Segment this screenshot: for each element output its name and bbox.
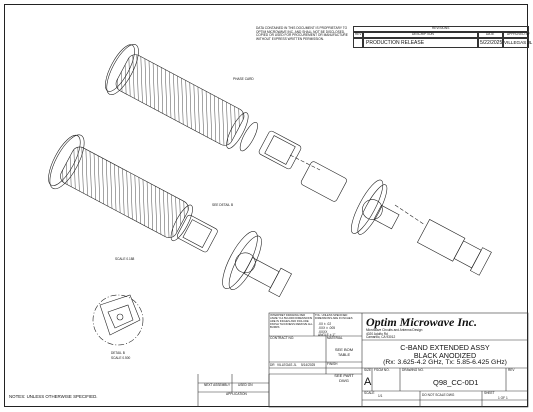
used-on-label: USED ON bbox=[238, 383, 253, 387]
sheet-label: SHEET bbox=[484, 391, 495, 395]
drawing-frame bbox=[4, 4, 528, 407]
title-line-1: C-BAND EXTENDED ASSY bbox=[400, 343, 490, 352]
tolerance-xxxx: .XXXX bbox=[318, 329, 328, 334]
revision-approved: VILLEGAS JL bbox=[504, 40, 533, 45]
size-value: A bbox=[364, 376, 372, 388]
next-assembly-label: NEXT ASSEMBLY bbox=[204, 383, 231, 387]
drawn-by-label: DR bbox=[270, 363, 275, 367]
material-label: MATERIAL bbox=[327, 336, 343, 340]
sheet-value: 1 OF 1 bbox=[498, 396, 508, 400]
general-notes: NOTES: UNLESS OTHERWISE SPECIFIED. bbox=[9, 394, 98, 399]
title-line-2: BLACK ANODIZED bbox=[413, 351, 477, 360]
tolerance-title: TOL. UNLESS SPECIFIED DIMENSIONS ARE IN … bbox=[315, 314, 353, 321]
phase-card-callout: PHASE CARD bbox=[233, 77, 254, 81]
contract-label: CONTRACT NO. bbox=[270, 336, 295, 340]
scale-value: 1/1 bbox=[378, 394, 383, 398]
revisions-header: REVISIONS bbox=[432, 26, 450, 30]
detail-b-label: DETAIL B bbox=[111, 351, 125, 355]
fscm-label: FSCM NO. bbox=[374, 368, 390, 372]
scale-main: SCALE 0.188 bbox=[115, 257, 135, 261]
tolerance-xxx: .XXX ± .005 bbox=[318, 326, 335, 330]
drawn-by-name: VILLEGAS JL bbox=[277, 363, 297, 367]
application-label: APPLICATION bbox=[226, 392, 247, 396]
company-name: Optim Microwave Inc. bbox=[366, 315, 477, 329]
proprietary-box: DATA CONTAINED IN THIS DOCUMENT IS PROPR… bbox=[256, 26, 354, 49]
col-rev: REV bbox=[355, 32, 362, 36]
see-detail-callout: SEE DETAIL B bbox=[212, 203, 234, 207]
material-value: SEE BOM TABLE bbox=[334, 347, 354, 357]
drawing-number: Q98_CC-0D1 bbox=[433, 378, 479, 387]
detail-b-view bbox=[92, 294, 144, 346]
finish-value: SEE PART DWG bbox=[334, 373, 354, 383]
company-sub1: Microwave Circuits and Antenna Design bbox=[366, 328, 423, 332]
lower-horn bbox=[48, 134, 292, 298]
tolerance-angle: ANGLE ± 1° bbox=[318, 332, 336, 337]
rev-label: REV bbox=[508, 368, 515, 372]
do-not-scale: DO NOT SCALE DWG bbox=[422, 393, 455, 397]
detail-b-scale: SCALE 0.500 bbox=[111, 356, 131, 360]
scale-label: SCALE bbox=[364, 391, 375, 395]
interpret-note: INTERPRET DRAWING PER ASME Y14.5M-2009 D… bbox=[270, 314, 313, 330]
drawing-no-label: DRAWING NO. bbox=[402, 368, 424, 372]
finish-label: FINISH bbox=[327, 362, 338, 366]
drawn-by-date: 5/14/2025 bbox=[301, 363, 316, 367]
upper-horn bbox=[105, 44, 492, 276]
revision-description: PRODUCTION RELEASE bbox=[366, 40, 425, 46]
company-sub3: Camarillo, CA 93012 bbox=[366, 335, 396, 339]
col-description: DESCRIPTION bbox=[412, 32, 434, 36]
company-sub2: 4020 Adolfo Rd bbox=[366, 331, 388, 336]
revision-date: 5/22/2025 bbox=[480, 40, 503, 46]
title-block-grid bbox=[197, 312, 529, 408]
col-date: DATE bbox=[486, 32, 495, 36]
tolerance-xx: .XX ± .02 bbox=[318, 322, 332, 326]
col-approved-by: APPROVED BY bbox=[507, 32, 530, 36]
size-label: SIZE bbox=[364, 368, 372, 372]
proprietary-note: DATA CONTAINED IN THIS DOCUMENT IS PROPR… bbox=[256, 26, 348, 41]
title-line-3: (Rx: 3.625-4.2 GHz, Tx: 5.85-6.425 GHz) bbox=[383, 359, 507, 366]
